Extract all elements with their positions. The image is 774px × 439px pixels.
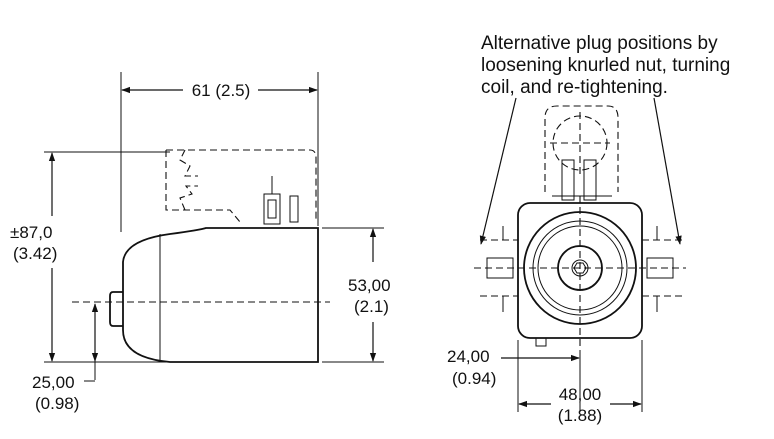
side-view-pins — [263, 176, 299, 225]
dim-total-height-mm: ±87,0 — [10, 223, 52, 242]
side-view-knurled-nut — [109, 291, 123, 327]
note-line-3: coil, and re-tightening. — [481, 77, 668, 98]
dim-axis-height-in: (0.98) — [35, 394, 79, 413]
dim-coil-offset-in: (0.94) — [452, 369, 496, 388]
dim-coil-width-in: (1.88) — [558, 406, 602, 425]
dim-coil-width-mm: 48,00 — [559, 385, 602, 404]
side-view-plug-outline — [165, 149, 317, 223]
dim-coil-offset-mm: 24,00 — [447, 347, 490, 366]
note-line-1: Alternative plug positions by — [481, 33, 718, 54]
dim-body-height-mm: 53,00 — [348, 276, 391, 295]
front-view-plug-outline — [544, 105, 619, 192]
side-view: 61 (2.5) ±87,0 (3.42) 53,00 (2.1) 25,00 … — [10, 72, 391, 413]
dim-body-height-in: (2.1) — [354, 297, 389, 316]
front-view: Alternative plug positions by loosening … — [447, 33, 730, 425]
dim-total-height-in: (3.42) — [13, 244, 57, 263]
note-line-2: loosening knurled nut, turning — [481, 55, 730, 76]
dim-axis-height-mm: 25,00 — [32, 373, 75, 392]
side-view-coil-body — [122, 227, 319, 363]
dim-top-width: 61 (2.5) — [192, 81, 251, 100]
